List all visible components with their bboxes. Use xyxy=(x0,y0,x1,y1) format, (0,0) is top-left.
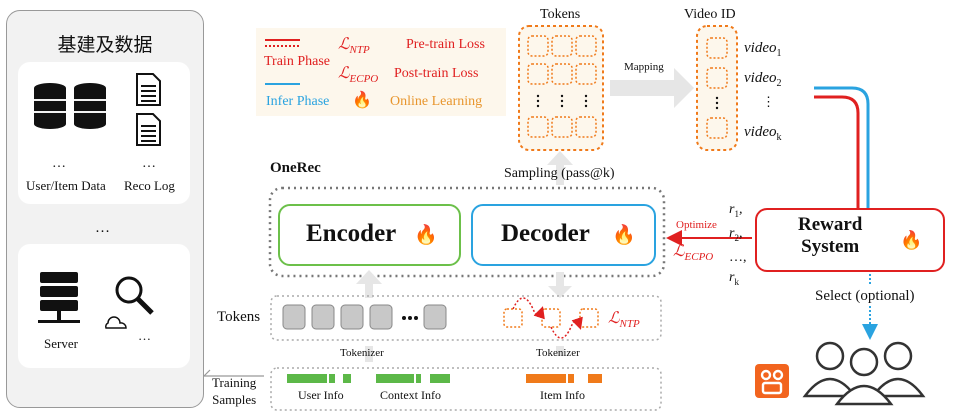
video-k-label: videok xyxy=(744,124,782,143)
legend-lines xyxy=(265,39,300,85)
fire-icon: 🔥 xyxy=(352,92,372,109)
user-info-bar xyxy=(287,374,351,383)
users-group-icon xyxy=(802,341,926,406)
reward-values: r1, r2, …, rk xyxy=(729,202,747,287)
ecpo-loss-label: ℒECPO xyxy=(673,243,714,264)
tokenizer-left-label: Tokenizer xyxy=(340,347,384,359)
token-cells xyxy=(527,35,597,138)
video-dots xyxy=(715,96,719,110)
gray-token-blocks xyxy=(282,304,447,330)
optimize-label: Optimize xyxy=(676,219,717,231)
mapping-label: Mapping xyxy=(624,61,664,73)
tokens-title: Tokens xyxy=(540,7,581,22)
infra-title: 基建及数据 xyxy=(57,34,153,56)
train-phase-label: Train Phase xyxy=(264,54,330,69)
ellipsis: … xyxy=(95,220,110,236)
ntp-loss-label: ℒNTP xyxy=(608,310,640,331)
fire-icon: 🔥 xyxy=(900,230,923,250)
sync-icon xyxy=(105,316,127,329)
encoder-label: Encoder xyxy=(306,220,397,247)
red-line-to-reward xyxy=(814,95,860,208)
blue-line-to-reward xyxy=(814,86,870,208)
server-icon xyxy=(38,272,80,323)
search-icon xyxy=(115,276,154,315)
user-info-label: User Info xyxy=(298,388,344,402)
server-label: Server xyxy=(44,336,78,351)
orange-token-blocks xyxy=(503,308,599,328)
tokens-grid-box xyxy=(518,25,604,151)
video-1-label: video1 xyxy=(744,40,782,59)
legend-bg xyxy=(256,28,506,116)
ellipsis: … xyxy=(142,156,156,171)
tokens-row xyxy=(270,295,662,341)
ellipsis: … xyxy=(138,328,151,343)
context-info-bar xyxy=(376,374,450,383)
sampling-arrow xyxy=(547,151,573,185)
online-learning-label: Online Learning xyxy=(390,94,483,109)
item-info-label: Item Info xyxy=(540,388,585,402)
tokens-row-label: Tokens xyxy=(217,309,261,325)
document-icon xyxy=(136,73,161,146)
samples-row xyxy=(270,367,662,411)
context-info-label: Context Info xyxy=(380,388,441,402)
video-id-title: Video ID xyxy=(684,7,736,22)
token-dots xyxy=(536,94,588,108)
database-icon xyxy=(34,83,106,129)
tokenizer-up-arrow-left xyxy=(356,270,382,298)
infer-phase-label: Infer Phase xyxy=(266,94,330,109)
onerec-label: OneRec xyxy=(270,160,321,176)
video-id-box xyxy=(696,25,738,151)
decoder-box xyxy=(471,204,656,266)
pretrain-loss-label: Pre-train Loss xyxy=(406,37,485,52)
user-item-data-label: User/Item Data xyxy=(26,178,106,193)
video-2-label: video2 xyxy=(744,70,782,89)
video-cells xyxy=(706,37,728,139)
sampling-label: Sampling (pass@k) xyxy=(504,166,615,181)
decoder-down-arrow xyxy=(548,272,572,298)
select-optional-label: Select (optional) xyxy=(815,288,915,304)
tokenizer-right-label: Tokenizer xyxy=(536,347,580,359)
reco-log-label: Reco Log xyxy=(124,178,175,193)
ecpo-symbol: ℒECPO xyxy=(338,65,379,86)
ellipsis: … xyxy=(52,156,66,171)
mapping-arrow xyxy=(610,68,694,108)
video-dots-label: ⋮ xyxy=(762,94,775,109)
fire-icon: 🔥 xyxy=(414,225,438,246)
fire-icon: 🔥 xyxy=(612,225,636,246)
decoder-label: Decoder xyxy=(501,220,590,247)
reward-system-box xyxy=(755,208,945,272)
ntp-curves xyxy=(512,297,583,339)
item-info-bar xyxy=(526,374,602,383)
token-ellipsis xyxy=(402,316,418,320)
ntp-symbol: ℒNTP xyxy=(338,36,370,57)
encoder-box xyxy=(278,204,461,266)
posttrain-loss-label: Post-train Loss xyxy=(394,66,479,81)
onerec-container xyxy=(268,186,666,278)
